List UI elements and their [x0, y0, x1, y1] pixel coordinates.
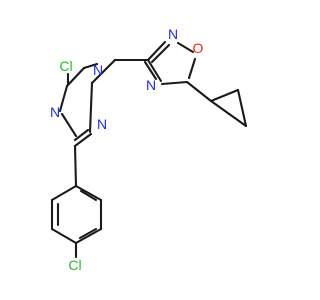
bond-c3-n2b [73, 132, 93, 148]
atom-label-n-triazole-1: N [93, 62, 103, 78]
bond-n4-c3 [146, 58, 163, 83]
atom-label-n-oxadiazole-4: N [146, 77, 156, 93]
bond-n2-n1 [88, 81, 94, 134]
chemical-structure: Cl N N N N O N Cl [50, 26, 248, 273]
molecule-canvas: Cl N N N N O N Cl [49, 26, 248, 273]
bond-cyclo-3 [209, 99, 248, 128]
bond-n1-label-approach [82, 62, 99, 70]
bond-ring-6 [74, 184, 103, 202]
atom-label-o-oxadiazole-1: O [193, 40, 204, 56]
bond-ring-double-3 [79, 189, 98, 202]
bond-c5-n1 [65, 66, 86, 88]
bond-n4-c3-double [143, 60, 158, 81]
bond-cyclo-1 [209, 88, 240, 103]
atom-label-n-oxadiazole-2: N [168, 26, 178, 42]
bond-n4-c3 [60, 112, 78, 138]
bond-c5-cyclopropyl [185, 80, 213, 103]
bond-c5-n4 [160, 80, 189, 86]
bond-c3-aryl [73, 144, 78, 188]
bond-n2-o1 [176, 41, 195, 54]
bond-ring-4 [74, 227, 103, 245]
atom-label-cl-top: Cl [59, 58, 72, 74]
bond-n1-ch2 [90, 58, 117, 85]
bond-ring-3 [50, 227, 78, 245]
bond-c3-n2a [73, 128, 90, 142]
atom-label-n-triazole-4: N [50, 104, 60, 120]
bond-c5-n4 [58, 84, 69, 113]
bond-o1-c5 [187, 57, 197, 80]
atom-label-cl-bottom: Cl [68, 257, 81, 273]
bond-ring-double-2 [78, 227, 98, 240]
bond-c3-n2-double [150, 43, 171, 64]
bond-c3-n2 [146, 40, 167, 62]
bond-ring-1 [50, 184, 78, 202]
atom-label-n-triazole-2: N [97, 116, 107, 132]
bond-cyclo-2 [236, 88, 248, 128]
